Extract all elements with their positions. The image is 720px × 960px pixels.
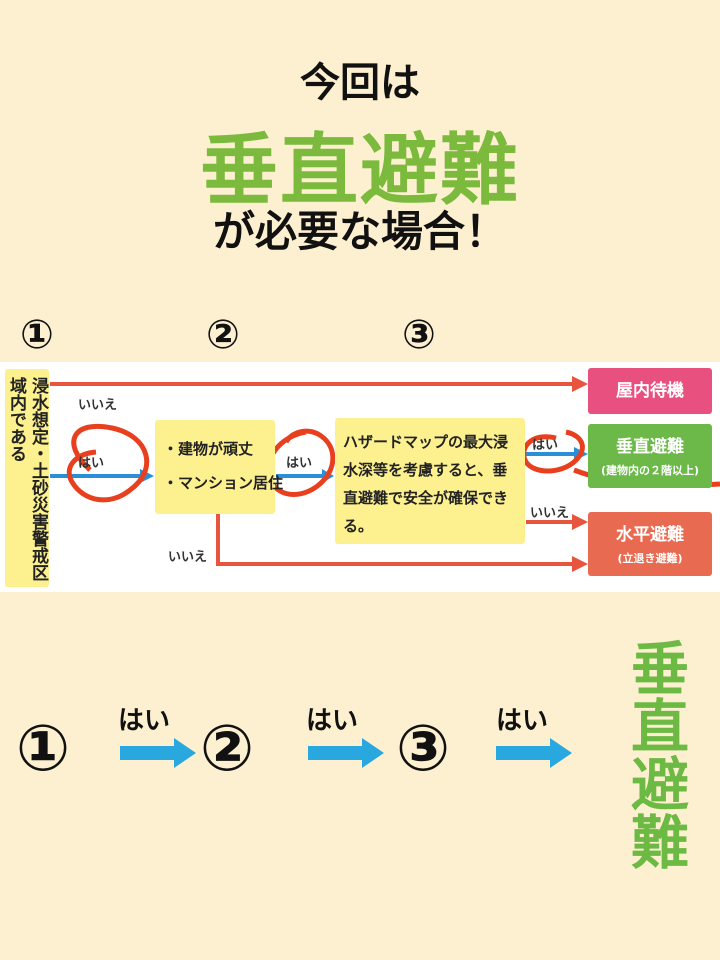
outcome-vertical-sub: (建物内の２階以上): [600, 464, 700, 477]
no-arrow-top-head: [572, 376, 588, 392]
outcome-horizontal-sub: (立退き避難): [617, 552, 683, 565]
summary-arrow-2: [308, 738, 384, 768]
condition-1-text: 浸水想定・土砂災害警戒区域内である: [6, 377, 48, 581]
no-label-top: いいえ: [78, 398, 118, 413]
condition-2-line-2: ・マンション居住: [163, 474, 284, 492]
no-label-mid: いいえ: [530, 506, 570, 521]
title-headline: 垂直避難: [199, 126, 520, 216]
outcome-horizontal-evacuation: 水平避難 (立退き避難): [588, 512, 712, 576]
outcome-vertical-label: 垂直避難: [616, 437, 684, 457]
outcome-horizontal-label: 水平避難: [616, 525, 684, 545]
step-number-3: ③: [402, 312, 436, 358]
summary-yes-label-2: はい: [306, 706, 359, 736]
condition-3-text: ハザードマップの最大浸水深等を考慮すると、垂直避難で安全が確保できる。: [343, 433, 509, 535]
outcome-vertical-evacuation: 垂直避難 (建物内の２階以上): [588, 424, 712, 488]
summary-arrow-3: [496, 738, 572, 768]
step-number-2: ②: [206, 312, 240, 358]
summary-step-3: ③: [396, 712, 451, 786]
flowchart-arrows: [50, 376, 720, 572]
title-line-3: が必要な場合！: [212, 207, 507, 256]
yes-label-3: はい: [532, 438, 559, 453]
no-arrow-bottom-head: [572, 556, 588, 572]
condition-box-2: ・建物が頑丈 ・マンション居住: [155, 420, 283, 514]
title-line-1: 今回は: [300, 60, 420, 106]
summary-arrow-1: [120, 738, 196, 768]
condition-2-line-1: ・建物が頑丈: [163, 440, 254, 458]
summary-yes-label-3: はい: [496, 706, 549, 736]
evacuation-flowchart: 浸水想定・土砂災害警戒区域内である ・建物が頑丈 ・マンション居住 ハザードマッ…: [0, 362, 720, 592]
outcome-stay-indoors: 屋内待機: [588, 368, 712, 414]
no-arrow-bottom: [216, 514, 572, 566]
step-number-1: ①: [20, 312, 54, 358]
yes-label-2: はい: [286, 456, 313, 471]
summary-result-vertical-evacuation: 垂直避難: [621, 638, 689, 870]
summary-step-1: ①: [16, 712, 71, 786]
no-arrow-mid-head: [572, 514, 588, 530]
summary-yes-label-1: はい: [118, 706, 171, 736]
summary-step-2: ②: [200, 712, 255, 786]
no-label-bottom: いいえ: [168, 550, 208, 565]
hand-circle-marker-1: [66, 423, 150, 503]
yes-label-1: はい: [78, 456, 105, 471]
condition-box-1: 浸水想定・土砂災害警戒区域内である: [5, 369, 49, 587]
condition-box-3: ハザードマップの最大浸水深等を考慮すると、垂直避難で安全が確保できる。: [335, 418, 525, 544]
